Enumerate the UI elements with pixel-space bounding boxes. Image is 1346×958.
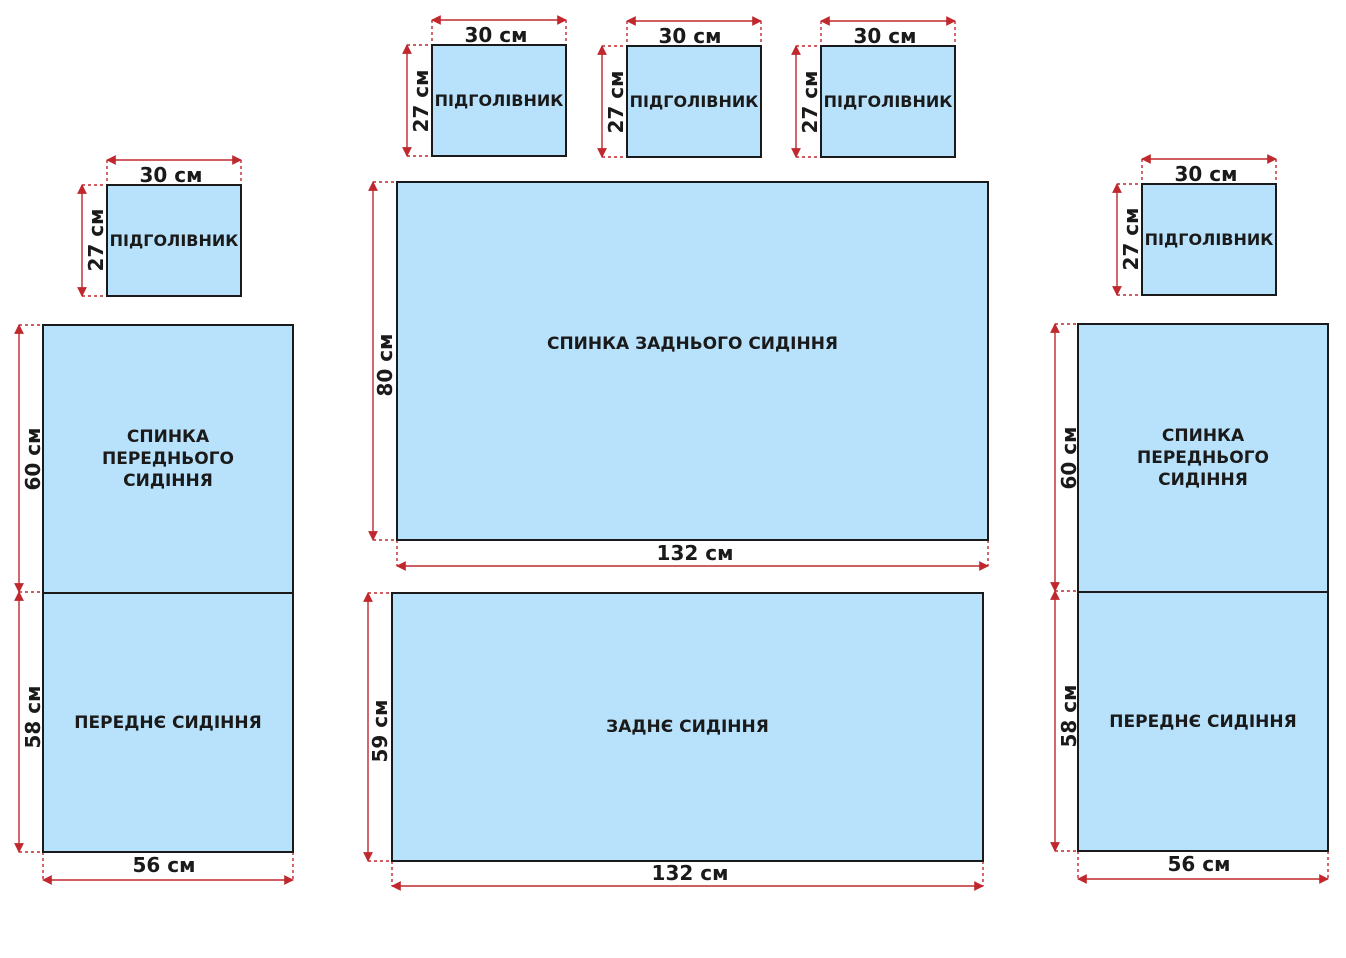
headrest-width-label: 30 см — [1174, 162, 1238, 186]
front-seat-width-label: 56 см — [132, 853, 196, 877]
front-back-label: СПИНКА ПЕРЕДНЬОГО СИДІННЯ — [102, 427, 234, 491]
front-back-panel-right: СПИНКА ПЕРЕДНЬОГО СИДІННЯ — [1077, 323, 1329, 593]
front-seat-label: ПЕРЕДНЄ СИДІННЯ — [1109, 711, 1297, 732]
headrest-label: ПІДГОЛІВНИК — [109, 230, 239, 250]
headrest-panel-left: ПІДГОЛІВНИК — [106, 184, 242, 297]
front-seat-panel-right: ПЕРЕДНЄ СИДІННЯ — [1077, 591, 1329, 852]
headrest-label: ПІДГОЛІВНИК — [823, 91, 953, 111]
front-back-height-label: 60 см — [1057, 426, 1081, 490]
headrest-height-label: 27 см — [1119, 207, 1143, 271]
headrest-height-label: 27 см — [409, 69, 433, 133]
front-back-panel-left: СПИНКА ПЕРЕДНЬОГО СИДІННЯ — [42, 324, 294, 594]
rear-back-label: СПИНКА ЗАДНЬОГО СИДІННЯ — [546, 334, 839, 354]
headrest-width-label: 30 см — [139, 163, 203, 187]
headrest-width-label: 30 см — [658, 24, 722, 48]
front-seat-height-label: 58 см — [1057, 684, 1081, 748]
headrest-label: ПІДГОЛІВНИК — [629, 91, 759, 111]
rear-back-height-label: 80 см — [373, 333, 397, 397]
front-seat-panel-left: ПЕРЕДНЄ СИДІННЯ — [42, 592, 294, 853]
front-back-label: СПИНКА ПЕРЕДНЬОГО СИДІННЯ — [1137, 426, 1269, 490]
headrest-panel-top-1: ПІДГОЛІВНИК — [431, 44, 567, 157]
headrest-label: ПІДГОЛІВНИК — [434, 90, 564, 110]
headrest-width-label: 30 см — [464, 23, 528, 47]
front-seat-label: ПЕРЕДНЄ СИДІННЯ — [74, 712, 262, 733]
rear-seat-panel: ЗАДНЄ СИДІННЯ — [391, 592, 984, 862]
headrest-panel-right: ПІДГОЛІВНИК — [1141, 183, 1277, 296]
front-seat-width-label: 56 см — [1167, 852, 1231, 876]
headrest-width-label: 30 см — [853, 24, 917, 48]
headrest-height-label: 27 см — [84, 208, 108, 272]
rear-seat-width-label: 132 см — [651, 861, 729, 885]
front-back-height-label: 60 см — [21, 427, 45, 491]
rear-seat-label: ЗАДНЄ СИДІННЯ — [606, 717, 769, 737]
front-seat-height-label: 58 см — [21, 685, 45, 749]
rear-back-panel: СПИНКА ЗАДНЬОГО СИДІННЯ — [396, 181, 989, 541]
headrest-height-label: 27 см — [798, 70, 822, 134]
headrest-label: ПІДГОЛІВНИК — [1144, 229, 1274, 249]
headrest-height-label: 27 см — [604, 70, 628, 134]
rear-seat-height-label: 59 см — [368, 699, 392, 763]
rear-back-width-label: 132 см — [656, 541, 734, 565]
headrest-panel-top-2: ПІДГОЛІВНИК — [626, 45, 762, 158]
headrest-panel-top-3: ПІДГОЛІВНИК — [820, 45, 956, 158]
